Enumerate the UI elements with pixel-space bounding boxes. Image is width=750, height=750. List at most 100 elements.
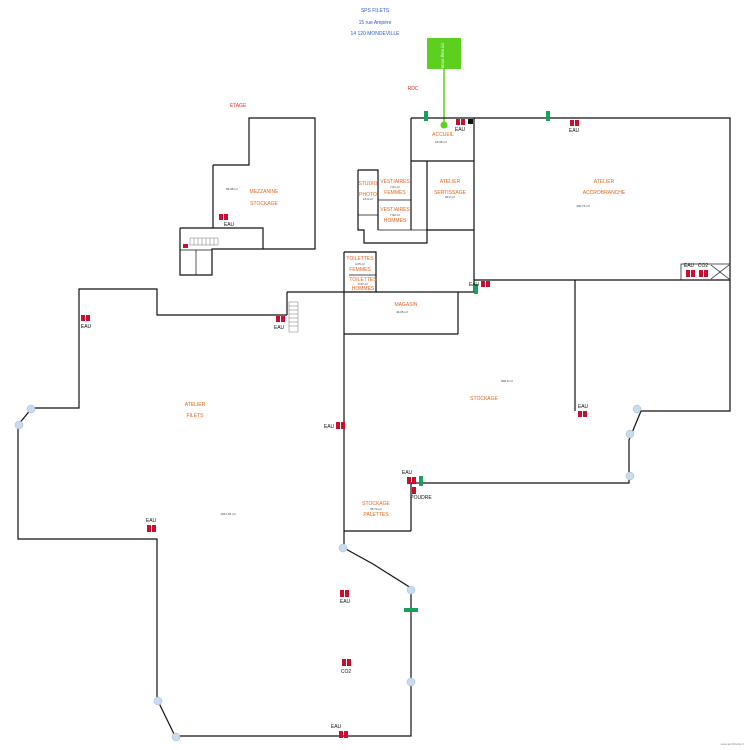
room-sertissage-name: ATELIER bbox=[440, 179, 461, 185]
fire-extinguisher-icon bbox=[481, 281, 485, 287]
fire-extinguisher-icon bbox=[583, 411, 587, 417]
room-sertissage-sub: SERTISSAGE bbox=[434, 190, 467, 196]
equipment-water-label: EAU bbox=[684, 263, 695, 269]
fire-extinguisher-icon bbox=[219, 214, 223, 220]
room-toilettes-h-name: TOILETTES bbox=[349, 277, 377, 283]
company-name: SPS FILETS bbox=[360, 8, 390, 14]
fire-alarm-icon bbox=[468, 119, 473, 124]
fire-extinguisher-icon bbox=[575, 120, 579, 126]
company-street: 15 rue Ampère bbox=[358, 20, 392, 26]
equipment-water-label: EAU bbox=[81, 324, 92, 330]
equipment-co2-label: CO2 bbox=[698, 263, 709, 269]
room-vestiaires-f-area: 7.61 m² bbox=[390, 185, 400, 189]
room-magasin-name: MAGASIN bbox=[394, 302, 417, 308]
fire-extinguisher-icon bbox=[570, 120, 574, 126]
room-studio-name: STUDIO bbox=[359, 181, 378, 187]
equipment-water-label: EAU bbox=[274, 325, 285, 331]
loading-door bbox=[680, 263, 731, 281]
fire-extinguisher-icon bbox=[152, 525, 156, 532]
fire-extinguisher-icon bbox=[456, 119, 460, 125]
fire-extinguisher-icon bbox=[344, 731, 348, 738]
room-palettes-name: STOCKAGE bbox=[362, 501, 390, 507]
room-labels: ACCUEIL 24.65 m² STUDIO PHOTO 10.9 m² VE… bbox=[185, 132, 626, 518]
room-accrobranche-sub: ACCROBRANCHE bbox=[583, 190, 626, 196]
room-toilettes-h-area: 3.37 m² bbox=[358, 282, 368, 286]
equipment-water-label: EAU bbox=[469, 282, 480, 288]
fire-extinguisher-icon bbox=[461, 119, 465, 125]
equipment-water-label: EAU bbox=[331, 724, 342, 730]
room-magasin-area: 44.25 m² bbox=[396, 310, 408, 314]
room-toilettes-f-name: TOILETTES bbox=[346, 256, 374, 262]
room-vestiaires-h-sub: HOMMES bbox=[384, 218, 407, 224]
ground-floor-walls bbox=[17, 117, 731, 737]
fire-extinguisher-icon bbox=[578, 411, 582, 417]
equipment-water-label: EAU bbox=[402, 470, 413, 476]
room-toilettes-f-area: 4.05 m² bbox=[355, 262, 365, 266]
room-vestiaires-h-name: VESTIAIRES bbox=[380, 207, 410, 213]
room-accueil-area: 24.65 m² bbox=[435, 140, 447, 144]
equipment-powder-label: POUDRE bbox=[410, 495, 432, 501]
structural-columns bbox=[14, 404, 642, 742]
fire-extinguisher-icon bbox=[81, 315, 85, 321]
credit-text: www.archifacile.fr bbox=[720, 742, 744, 746]
equipment-water-label: EAU bbox=[455, 127, 466, 133]
room-vestiaires-f-sub: FEMMES bbox=[384, 190, 406, 196]
room-filets-area: 1947.33 m² bbox=[220, 512, 235, 516]
fire-extinguisher-icon bbox=[339, 731, 343, 738]
room-mezzanine-name: MEZZANINE bbox=[250, 189, 280, 195]
fire-extinguisher-icon bbox=[691, 270, 695, 277]
fire-extinguisher-icon bbox=[342, 659, 346, 666]
fire-extinguisher-icon bbox=[147, 525, 151, 532]
equipment-water-label: EAU bbox=[340, 599, 351, 605]
fire-equipment: EAU EAU EAU CO2 EAU EAU EAU EAU EAU EAU … bbox=[81, 119, 709, 738]
equipment-water-label: EAU bbox=[224, 222, 235, 228]
level-label-ground: RDC bbox=[408, 86, 419, 92]
equipment-water-label: EAU bbox=[146, 518, 157, 524]
room-filets-name: ATELIER bbox=[185, 402, 206, 408]
room-mezzanine-sub: STOCKAGE bbox=[250, 201, 278, 207]
fire-extinguisher-icon bbox=[347, 659, 351, 666]
you-are-here-dot bbox=[440, 121, 448, 129]
upper-floor: MEZZANINE STOCKAGE 84.96 m² EAU bbox=[179, 117, 316, 276]
room-palettes-area: 35.74 m² bbox=[370, 507, 382, 511]
fire-extinguisher-icon bbox=[412, 487, 416, 494]
staircase-ground bbox=[288, 301, 299, 333]
room-studio-area: 10.9 m² bbox=[363, 197, 373, 201]
fire-extinguisher-icon bbox=[407, 477, 411, 484]
fire-extinguisher-icon bbox=[183, 244, 188, 248]
level-label-upper: ETAGE bbox=[230, 103, 247, 109]
fire-extinguisher-icon bbox=[281, 316, 285, 322]
emergency-exit-signs bbox=[404, 111, 550, 612]
equipment-co2-label: CO2 bbox=[341, 669, 352, 675]
you-are-here-label: Vous êtes ici bbox=[440, 43, 445, 68]
fire-extinguisher-icon bbox=[86, 315, 90, 321]
fire-extinguisher-icon bbox=[699, 270, 703, 277]
fire-extinguisher-icon bbox=[686, 270, 690, 277]
staircase-upper bbox=[189, 237, 219, 246]
equipment-water-label: EAU bbox=[569, 128, 580, 134]
company-city: 14 120 MONDEVILLE bbox=[350, 31, 400, 37]
fire-extinguisher-icon bbox=[341, 422, 345, 429]
room-sertissage-area: 30.2 m² bbox=[445, 195, 455, 199]
room-vestiaires-h-area: 7.92 m² bbox=[390, 213, 400, 217]
you-are-here-sign: Vous êtes ici bbox=[427, 38, 461, 129]
fire-extinguisher-icon bbox=[340, 590, 344, 597]
fire-extinguisher-icon bbox=[412, 477, 416, 484]
room-filets-sub: FILETS bbox=[187, 413, 205, 419]
fire-extinguisher-icon bbox=[276, 316, 280, 322]
room-accrobranche-name: ATELIER bbox=[594, 179, 615, 185]
room-accrobranche-area: 430.74 m² bbox=[576, 204, 590, 208]
equipment-water-label: EAU bbox=[324, 424, 335, 430]
room-stockage-area: 902.9 m² bbox=[501, 379, 513, 383]
room-palettes-sub: PALETTES bbox=[363, 512, 389, 518]
fire-extinguisher-icon bbox=[704, 270, 708, 277]
fire-extinguisher-icon bbox=[345, 590, 349, 597]
room-studio-sub: PHOTO bbox=[359, 192, 377, 198]
room-vestiaires-f-name: VESTIAIRES bbox=[380, 179, 410, 185]
you-are-here-panel bbox=[427, 38, 461, 69]
equipment-water-label: EAU bbox=[578, 404, 589, 410]
room-mezzanine-area: 84.96 m² bbox=[226, 187, 238, 191]
fire-extinguisher-icon bbox=[224, 214, 228, 220]
fire-extinguisher-icon bbox=[336, 422, 340, 429]
